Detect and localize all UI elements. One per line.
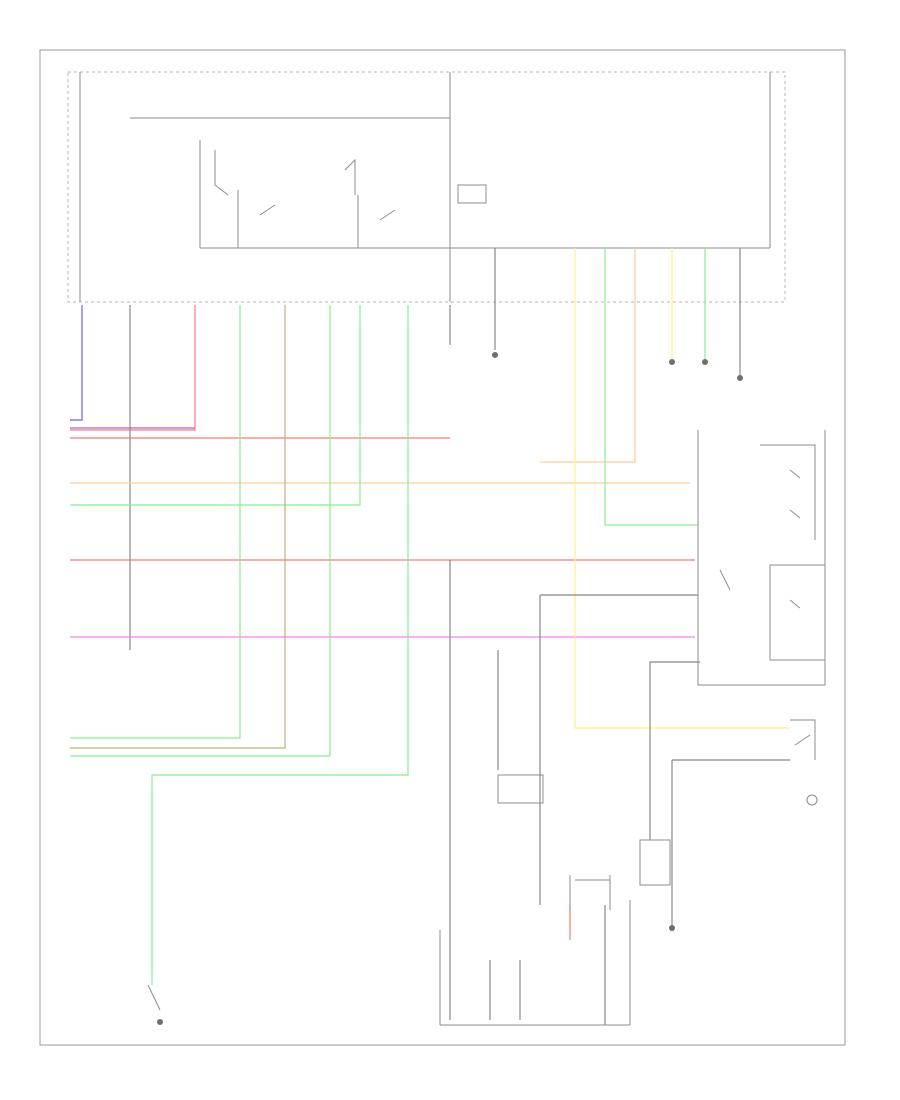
ground-symbol <box>157 352 743 1025</box>
diagram-border <box>39 49 846 1046</box>
brown-wire <box>70 305 286 749</box>
control-unit-enclosure <box>67 71 786 303</box>
switch-assembly <box>697 430 826 686</box>
lower-module <box>439 875 631 1026</box>
green-wire <box>151 305 409 985</box>
green-wire <box>604 248 698 526</box>
green-wire <box>70 305 361 506</box>
connector-block-right <box>639 839 671 886</box>
black-wire <box>649 661 700 840</box>
connector-block-left <box>497 774 544 804</box>
green-wire <box>70 305 241 739</box>
green-wire <box>70 305 331 757</box>
orange-wire <box>540 248 636 463</box>
yellow-wire <box>574 248 790 729</box>
timer-module <box>457 184 487 204</box>
red-wire <box>70 305 196 431</box>
wire-group <box>70 248 790 1025</box>
turn-relay-right <box>344 158 396 248</box>
blue-wire <box>70 305 83 421</box>
door-switch <box>790 719 816 760</box>
bottom-left-switch <box>147 984 161 1011</box>
turn-relay-left <box>214 150 276 248</box>
lamp-symbol <box>806 794 818 806</box>
